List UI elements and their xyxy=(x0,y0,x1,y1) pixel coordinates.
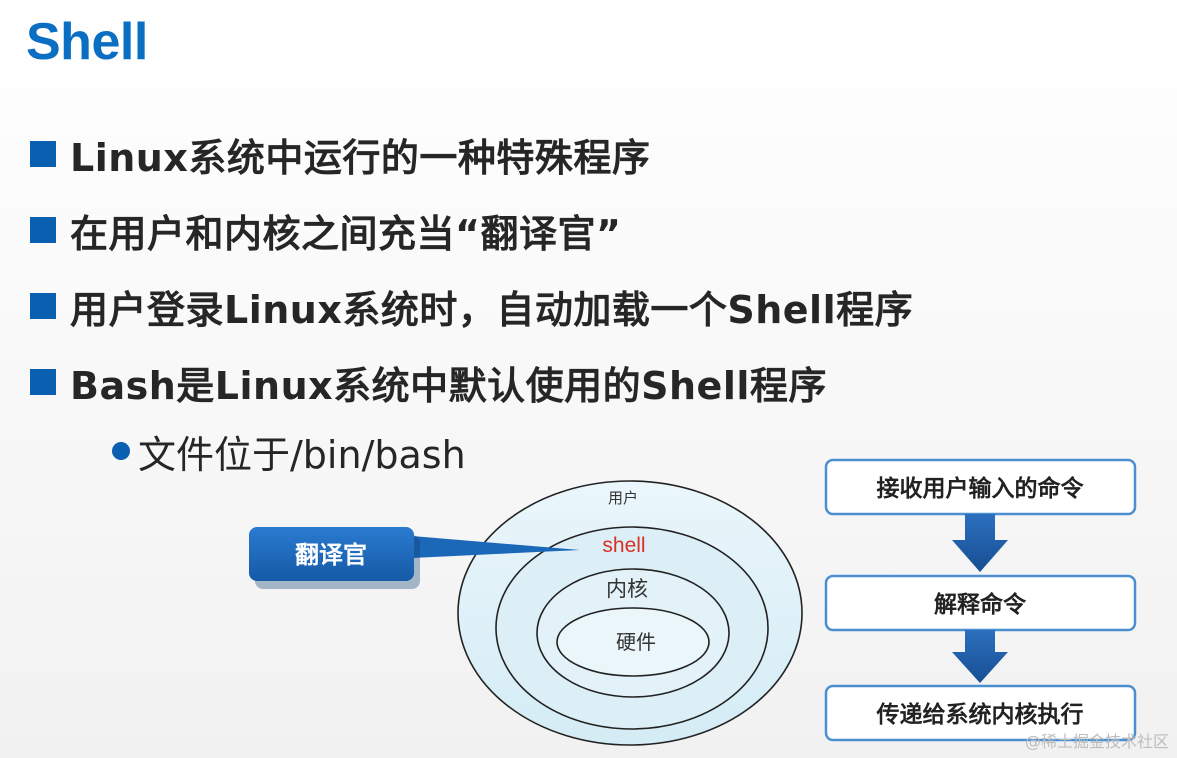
sub-bullet-text: 文件位于/bin/bash xyxy=(138,432,466,477)
bullet-item: 在用户和内核之间充当“翻译官” xyxy=(30,198,621,262)
hardware-label: 硬件 xyxy=(616,630,656,654)
round-bullet-icon xyxy=(112,442,130,460)
flow-step-box xyxy=(824,684,1137,742)
user-label: 用户 xyxy=(608,489,638,507)
slide-title: Shell xyxy=(26,13,148,71)
square-bullet-icon xyxy=(30,369,56,395)
bullet-text: Bash是Linux系统中默认使用的Shell程序 xyxy=(70,363,827,408)
bullet-text: 用户登录Linux系统时，自动加载一个Shell程序 xyxy=(70,287,914,332)
flow-chart xyxy=(824,458,1137,742)
kernel-label: 内核 xyxy=(606,577,648,601)
sub-bullet: 文件位于/bin/bash xyxy=(112,424,466,478)
callout-pointer xyxy=(412,536,580,558)
square-bullet-icon xyxy=(30,293,56,319)
layer-diagram xyxy=(457,480,803,746)
square-bullet-icon xyxy=(30,141,56,167)
bullet-text: Linux系统中运行的一种特殊程序 xyxy=(70,135,651,180)
shell-label: shell xyxy=(602,534,645,557)
hardware-layer xyxy=(556,607,710,677)
down-arrow-icon xyxy=(952,630,1008,683)
callout-label: 翻译官 xyxy=(295,541,367,569)
bullet-item: Bash是Linux系统中默认使用的Shell程序 xyxy=(30,350,827,414)
down-arrow-icon xyxy=(952,514,1008,572)
square-bullet-icon xyxy=(30,217,56,243)
flow-step-label: 解释命令 xyxy=(934,591,1027,618)
callout-box xyxy=(249,527,420,589)
flow-step-label: 接收用户输入的命令 xyxy=(877,475,1085,502)
watermark: @稀土掘金技术社区 xyxy=(1024,732,1169,751)
bullet-item: Linux系统中运行的一种特殊程序 xyxy=(30,122,650,186)
bullet-item: 用户登录Linux系统时，自动加载一个Shell程序 xyxy=(30,274,913,338)
bullet-text: 在用户和内核之间充当“翻译官” xyxy=(70,211,622,256)
flow-step-label: 传递给系统内核执行 xyxy=(876,701,1084,728)
